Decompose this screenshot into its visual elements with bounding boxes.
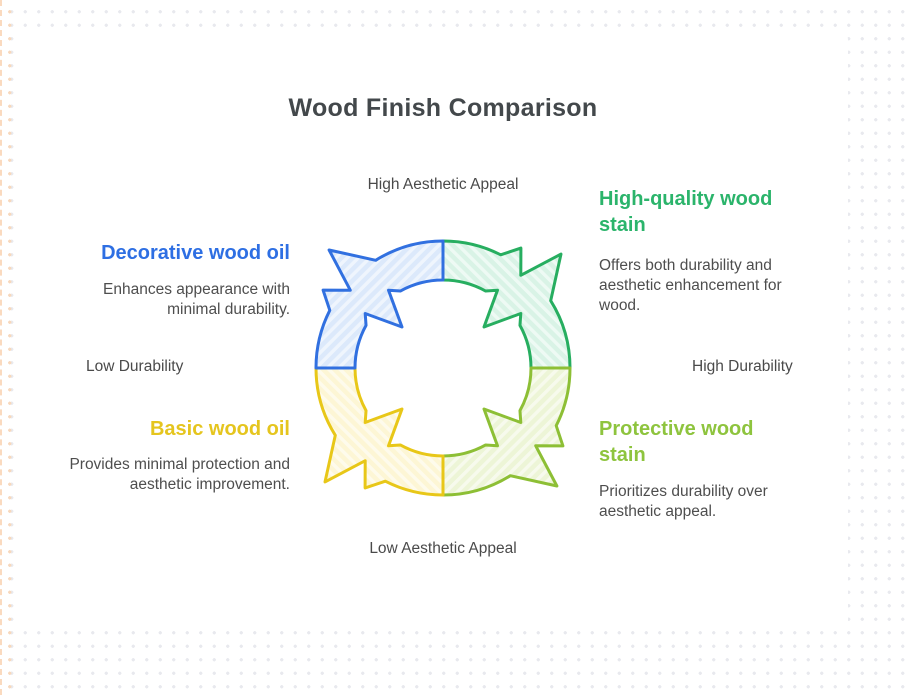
description-high-quality-wood-stain: Offers both durability and aesthetic enh… bbox=[599, 257, 782, 314]
heading-high-quality-wood-stain: High-quality wood stain bbox=[599, 188, 773, 236]
description-decorative-wood-oil: Enhances appearance with minimal durabil… bbox=[103, 281, 290, 318]
canvas-card bbox=[20, 32, 848, 628]
axis-label-low-aesthetic: Low Aesthetic Appeal bbox=[369, 540, 517, 557]
quadrant-arrow-protective-wood-stain bbox=[441, 366, 572, 497]
page-title: Wood Finish Comparison bbox=[288, 94, 598, 122]
quadrant-arrow-decorative-wood-oil bbox=[314, 239, 445, 370]
canvas-left-dotted-accent bbox=[0, 0, 17, 695]
description-basic-wood-oil: Provides minimal protection and aestheti… bbox=[69, 456, 290, 493]
heading-basic-wood-oil: Basic wood oil bbox=[149, 418, 290, 440]
axis-label-high-durability: High Durability bbox=[692, 358, 793, 375]
quadrant-ring-diagram bbox=[314, 239, 572, 497]
quadrant-arrow-high-quality-wood-stain bbox=[441, 239, 572, 370]
quadrant-arrow-basic-wood-oil bbox=[314, 366, 445, 497]
axis-label-low-durability: Low Durability bbox=[86, 358, 184, 375]
axis-label-high-aesthetic: High Aesthetic Appeal bbox=[367, 176, 519, 193]
description-protective-wood-stain: Prioritizes durability over aesthetic ap… bbox=[599, 483, 768, 520]
heading-decorative-wood-oil: Decorative wood oil bbox=[101, 242, 290, 264]
heading-protective-wood-stain: Protective wood stain bbox=[599, 418, 754, 466]
